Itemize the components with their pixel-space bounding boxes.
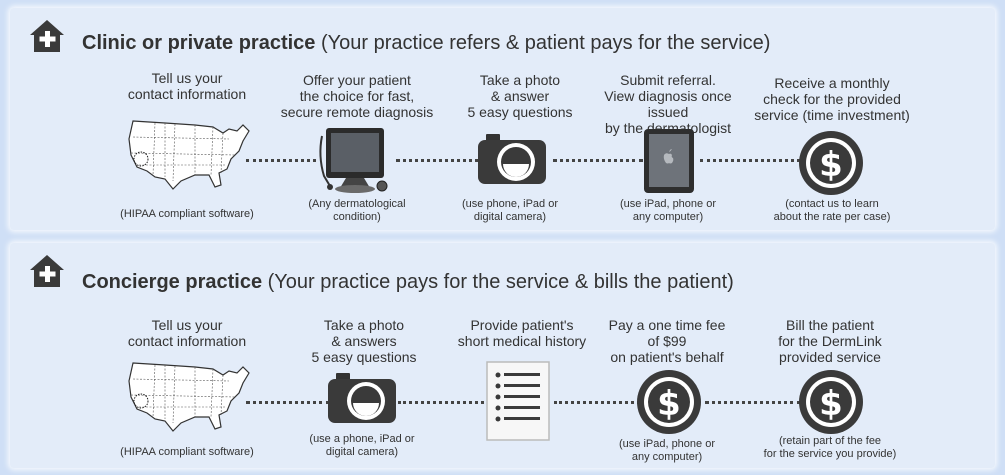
tablet-icon	[644, 129, 694, 193]
step-offer-note: (Any dermatological condition)	[272, 198, 442, 224]
step-note: (contact us to learn about the rate per …	[773, 198, 891, 223]
step-title: Tell us your contact information	[127, 70, 247, 102]
dollar-coin-icon: $	[799, 131, 863, 195]
step-take-photo: Take a photo & answer 5 easy questions	[435, 72, 605, 120]
step-contact-info-note: (HIPAA compliant software)	[102, 208, 272, 221]
camera-icon	[328, 373, 396, 423]
step-note: (retain part of the fee for the service …	[763, 435, 897, 460]
step-title: Bill the patient for the DermLink provid…	[778, 317, 882, 365]
concierge-practice-panel: Concierge practice (Your practice pays f…	[10, 243, 995, 468]
step-title: Receive a monthly check for the provided…	[754, 75, 910, 123]
step-photo-note: (use phone, iPad or digital camera)	[425, 198, 595, 224]
svg-text:$: $	[657, 384, 681, 424]
step-contact-info: Tell us your contact information	[102, 317, 272, 349]
step-connector	[705, 401, 801, 404]
step-note: (use a phone, iPad or digital camera)	[309, 433, 415, 458]
step-contact-info: Tell us your contact information	[102, 70, 272, 102]
dollar-coin-icon: $	[637, 370, 701, 434]
step-fee-note: (use iPad, phone or any computer)	[582, 438, 752, 464]
step-title: Take a photo & answer 5 easy questions	[467, 72, 573, 120]
section-title-rest: (Your practice refers & patient pays for…	[315, 32, 771, 54]
step-submit-referral: Submit referral. View diagnosis once iss…	[583, 72, 753, 136]
step-connector	[700, 159, 800, 162]
step-pay-fee: Pay a one time fee of $99 on patient's b…	[582, 317, 752, 365]
section-heading: Concierge practice (Your practice pays f…	[82, 271, 734, 294]
dollar-coin-icon: $	[799, 370, 863, 434]
step-note: (use iPad, phone or any computer)	[618, 438, 715, 463]
usa-map-icon	[128, 120, 250, 190]
section-title-bold: Clinic or private practice	[82, 32, 316, 54]
medical-house-icon	[30, 20, 64, 52]
step-offer-remote-diagnosis: Offer your patient the choice for fast, …	[272, 72, 442, 120]
section-heading: Clinic or private practice (Your practic…	[82, 32, 770, 55]
step-connector	[554, 401, 640, 404]
step-note: (use iPad, phone or any computer)	[619, 198, 716, 223]
step-title: Submit referral. View diagnosis once iss…	[604, 72, 732, 136]
step-bill-patient: Bill the patient for the DermLink provid…	[745, 317, 915, 365]
section-title-rest: (Your practice pays for the service & bi…	[262, 271, 734, 293]
step-receive-check: Receive a monthly check for the provided…	[747, 75, 917, 123]
step-note: (HIPAA compliant software)	[120, 446, 254, 458]
step-title: Pay a one time fee of $99 on patient's b…	[608, 317, 726, 365]
step-photo-note: (use a phone, iPad or digital camera)	[277, 433, 447, 459]
step-referral-note: (use iPad, phone or any computer)	[583, 198, 753, 224]
clinic-practice-panel: Clinic or private practice (Your practic…	[10, 8, 995, 230]
step-medical-history: Provide patient's short medical history	[437, 317, 607, 349]
step-title: Provide patient's short medical history	[457, 317, 587, 349]
step-contact-info-note: (HIPAA compliant software)	[102, 446, 272, 459]
step-note: (use phone, iPad or digital camera)	[461, 198, 558, 223]
usa-map-icon	[128, 362, 250, 432]
step-take-photo: Take a photo & answers 5 easy questions	[279, 317, 449, 365]
checklist-icon	[486, 361, 550, 441]
svg-text:$: $	[819, 384, 843, 424]
step-connector	[246, 159, 316, 162]
step-note: (Any dermatological condition)	[308, 198, 406, 223]
step-title: Take a photo & answers 5 easy questions	[311, 317, 417, 365]
step-title: Tell us your contact information	[127, 317, 247, 349]
step-check-note: (contact us to learn about the rate per …	[747, 198, 917, 224]
step-connector	[553, 159, 643, 162]
step-connector	[398, 401, 490, 404]
camera-icon	[478, 134, 546, 184]
svg-text:$: $	[819, 145, 843, 185]
step-bill-note: (retain part of the fee for the service …	[745, 435, 915, 461]
step-title: Offer your patient the choice for fast, …	[280, 72, 434, 120]
computer-monitor-icon	[319, 128, 388, 193]
section-title-bold: Concierge practice	[82, 271, 263, 293]
step-note: (HIPAA compliant software)	[120, 208, 254, 220]
medical-house-icon	[30, 255, 64, 287]
step-connector	[396, 159, 486, 162]
step-connector	[246, 401, 330, 404]
